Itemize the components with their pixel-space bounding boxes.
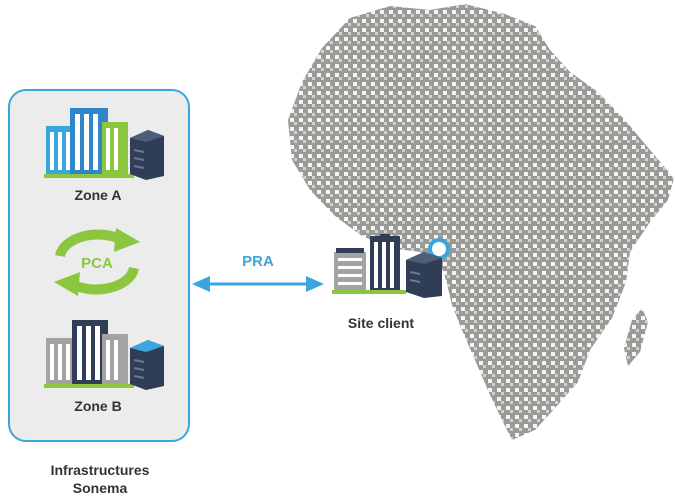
recycle-arrows-icon bbox=[54, 228, 140, 296]
server-rack-icon bbox=[130, 340, 164, 390]
infrastructure-caption: Infrastructures Sonema bbox=[0, 461, 200, 497]
pca-label: PCA bbox=[81, 255, 113, 272]
server-rack-icon bbox=[130, 130, 164, 180]
building-cluster-icon bbox=[44, 108, 164, 180]
building-cluster-icon bbox=[332, 234, 442, 298]
africa-map bbox=[288, 4, 674, 440]
building-cluster-icon bbox=[44, 320, 164, 390]
zone-a-label: Zone A bbox=[74, 187, 122, 203]
caption-line-1: Infrastructures bbox=[50, 462, 150, 478]
pra-label: PRA bbox=[242, 253, 274, 270]
site-client-label: Site client bbox=[347, 315, 415, 331]
zone-b-label: Zone B bbox=[74, 398, 122, 414]
server-rack-icon bbox=[406, 252, 442, 298]
double-arrow-icon bbox=[192, 276, 324, 292]
caption-line-2: Sonema bbox=[72, 480, 128, 496]
